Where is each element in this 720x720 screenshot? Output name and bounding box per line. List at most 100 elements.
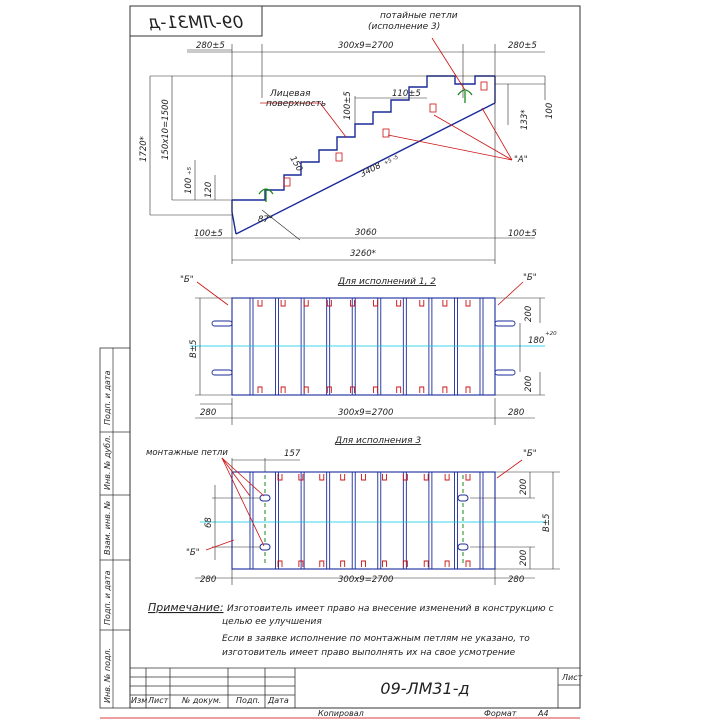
- embedded-loop-mark: [319, 560, 325, 567]
- plan-12-dim-200-bottom: 200: [524, 376, 534, 392]
- dim-bottom-right: 100±5: [508, 229, 537, 239]
- embedded-loop-mark: [340, 474, 346, 481]
- embedded-part: [335, 152, 343, 162]
- tb-data: Дата: [267, 696, 289, 705]
- tb-format-label: Формат: [484, 709, 517, 718]
- embedded-loop-mark: [280, 300, 286, 307]
- embedded-loop-mark: [326, 300, 332, 307]
- dim-top-mid: 300х9=2700: [338, 41, 393, 51]
- lifting-slot: [494, 369, 516, 376]
- embedded-loop-mark: [442, 386, 448, 393]
- embedded-loop-mark: [396, 300, 402, 307]
- plan-12-dim-280-right: 280: [508, 408, 524, 418]
- plan-view-12: Для исполнений 1, 2: [180, 273, 557, 425]
- side-stamp-frame: [99, 347, 131, 709]
- embedded-loop-mark: [298, 560, 304, 567]
- note-heading: Примечание:: [148, 601, 224, 614]
- plan-3-dim-200-bottom: 200: [519, 550, 529, 566]
- embedded-loop-mark: [396, 386, 402, 393]
- face-label-1: Лицевая: [269, 89, 311, 99]
- embedded-loop-mark: [326, 386, 332, 393]
- plan-12-dim-180-tol: +20: [545, 331, 557, 337]
- embedded-loop-mark: [373, 300, 379, 307]
- side-stamp-5: Инв. № подл.: [103, 648, 112, 703]
- plan-3-dim-68: 68: [204, 517, 214, 528]
- note-line-4: изготовитель имеет право выполнять их на…: [222, 648, 516, 658]
- embedded-loop-mark: [361, 560, 367, 567]
- dim-step-height: 100±5: [343, 91, 353, 120]
- embedded-part: [283, 177, 291, 187]
- embedded-loop-mark: [361, 474, 367, 481]
- embedded-part: [382, 128, 390, 138]
- title-code: 09-ЛМ31-д: [380, 679, 469, 698]
- dim-top-left: 280±5: [196, 41, 225, 51]
- embedded-loop-mark: [402, 474, 408, 481]
- embedded-loop-mark: [349, 386, 355, 393]
- plan-12-title: Для исполнений 1, 2: [337, 277, 436, 287]
- plan-3-dim-200-top: 200: [519, 479, 529, 495]
- embedded-loop-mark: [444, 560, 450, 567]
- embedded-loop-mark: [298, 474, 304, 481]
- embedded-loop-mark: [277, 474, 283, 481]
- embedded-loop-mark: [423, 560, 429, 567]
- dim-top-right: 280±5: [508, 41, 537, 51]
- dim-right-133: 133*: [520, 110, 530, 130]
- dim-right-100: 100: [545, 103, 555, 119]
- dim-rise-left: 100: [184, 178, 194, 194]
- dim-diag: 3408: [359, 161, 383, 180]
- plan-3-dim-157: 157: [284, 449, 301, 459]
- embedded-loop-mark: [349, 300, 355, 307]
- hidden-loops-label-1: потайные петли: [380, 11, 458, 21]
- lifting-slot: [211, 369, 233, 376]
- plan-3-dim-mid: 300х9=2700: [338, 575, 393, 585]
- side-stamp-1: Подп. и дата: [103, 370, 112, 425]
- plan-3-title: Для исполнения 3: [334, 436, 421, 446]
- embedded-loop-mark: [423, 474, 429, 481]
- plan-3-marker-b-left: "Б": [186, 548, 200, 558]
- section-view: потайные петли (исполнение 3) Лицевая по…: [139, 11, 555, 264]
- top-mirrored-code: 09-ЛМ31-д: [149, 13, 244, 33]
- plan-12-marker-b-right: "Б": [523, 273, 537, 283]
- embedded-loop-mark: [419, 386, 425, 393]
- embedded-loop-mark: [381, 474, 387, 481]
- dim-angle: 87°: [258, 215, 273, 225]
- note-block: Примечание: Изготовитель имеет право на …: [148, 601, 553, 658]
- marker-a: "А": [514, 155, 528, 165]
- note-line-1: Изготовитель имеет право на внесение изм…: [227, 604, 553, 614]
- embedded-loop-mark: [303, 300, 309, 307]
- plan-3-marker-b-right: "Б": [523, 449, 537, 459]
- embedded-loop-mark: [257, 386, 263, 393]
- dim-overall: 3260*: [350, 249, 376, 259]
- plan-3-dim-b: В±5: [542, 514, 552, 532]
- plan-3-outline: [231, 471, 496, 570]
- side-stamp-2: Инв. № дубл.: [103, 435, 112, 490]
- dim-height-total: 1720*: [139, 136, 149, 162]
- tb-copied: Копировал: [318, 709, 364, 718]
- title-block: [130, 667, 580, 708]
- embedded-loop-mark: [465, 474, 471, 481]
- mount-loop: [259, 543, 271, 551]
- plan-12-dim-mid: 300х9=2700: [338, 408, 393, 418]
- mount-loop: [457, 494, 469, 502]
- embedded-loop-mark: [444, 474, 450, 481]
- dim-rise-small: 120: [204, 182, 214, 198]
- plan-12-outline: [231, 297, 496, 396]
- top-code-box: [129, 5, 263, 37]
- embedded-loop-mark: [419, 300, 425, 307]
- embedded-loop-mark: [442, 300, 448, 307]
- embedded-loop-mark: [465, 386, 471, 393]
- plan-3-dim-280-right: 280: [508, 575, 524, 585]
- hidden-loops-label-2: (исполнение 3): [368, 22, 440, 32]
- embedded-loop-mark: [277, 560, 283, 567]
- note-line-3: Если в заявке исполнение по монтажным пе…: [222, 634, 530, 644]
- embedded-loop-mark: [465, 300, 471, 307]
- dim-height-steps: 150х10=1500: [161, 99, 171, 160]
- embedded-loop-mark: [381, 560, 387, 567]
- embedded-loop-mark: [340, 560, 346, 567]
- embedded-part: [429, 103, 437, 113]
- plan-12-dim-200-top: 200: [524, 306, 534, 322]
- embedded-loop-mark: [402, 560, 408, 567]
- plan-12-dim-280-left: 280: [200, 408, 216, 418]
- side-stamp: [100, 348, 130, 708]
